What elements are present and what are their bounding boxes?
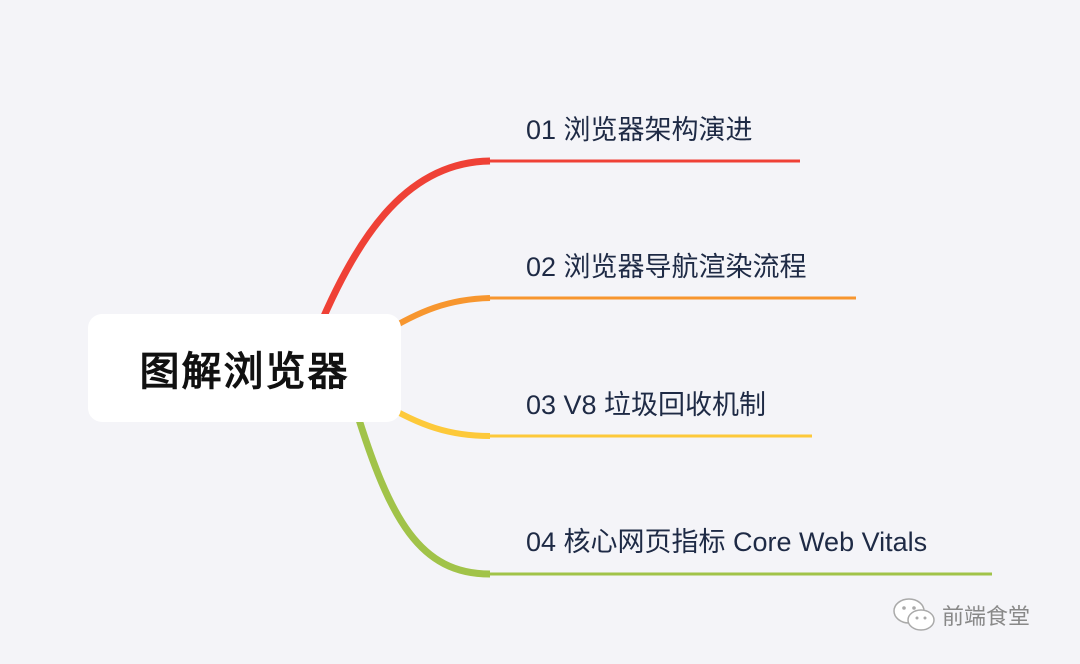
watermark: 前端食堂 [892, 596, 1030, 634]
branch-label-2[interactable]: 02 浏览器导航渲染流程 [526, 252, 807, 282]
wechat-icon [893, 598, 935, 631]
branch-label-3[interactable]: 03 V8 垃圾回收机制 [526, 390, 767, 420]
branch-line-4 [352, 408, 491, 578]
watermark-text: 前端食堂 [942, 604, 1031, 629]
branch-label-4[interactable]: 04 核心网页指标 Core Web Vitals [526, 527, 928, 557]
branch-label-1[interactable]: 01 浏览器架构演进 [526, 115, 753, 145]
branch-line-1 [314, 157, 491, 332]
root-title: 图解浏览器 [139, 350, 350, 394]
root-node[interactable]: 图解浏览器 [88, 314, 401, 422]
